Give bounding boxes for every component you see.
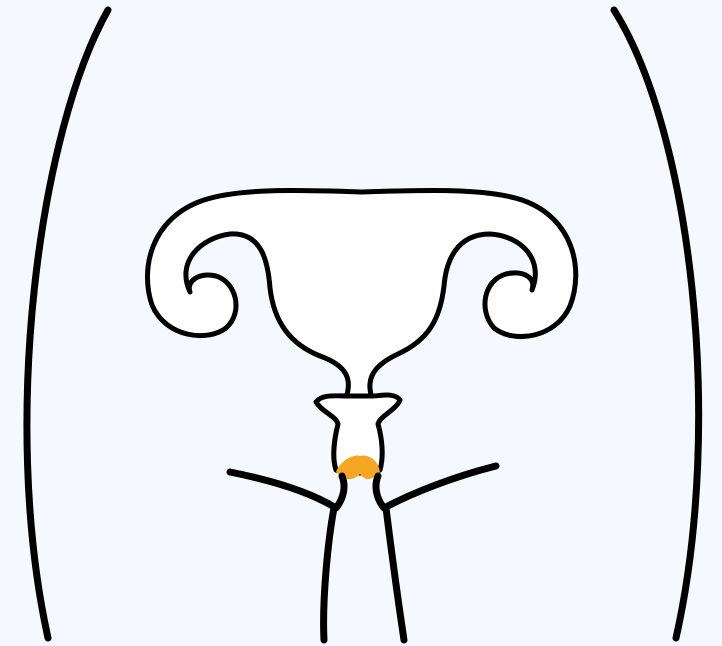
diagram-canvas [0, 0, 722, 646]
reproductive-anatomy-diagram [0, 0, 722, 646]
